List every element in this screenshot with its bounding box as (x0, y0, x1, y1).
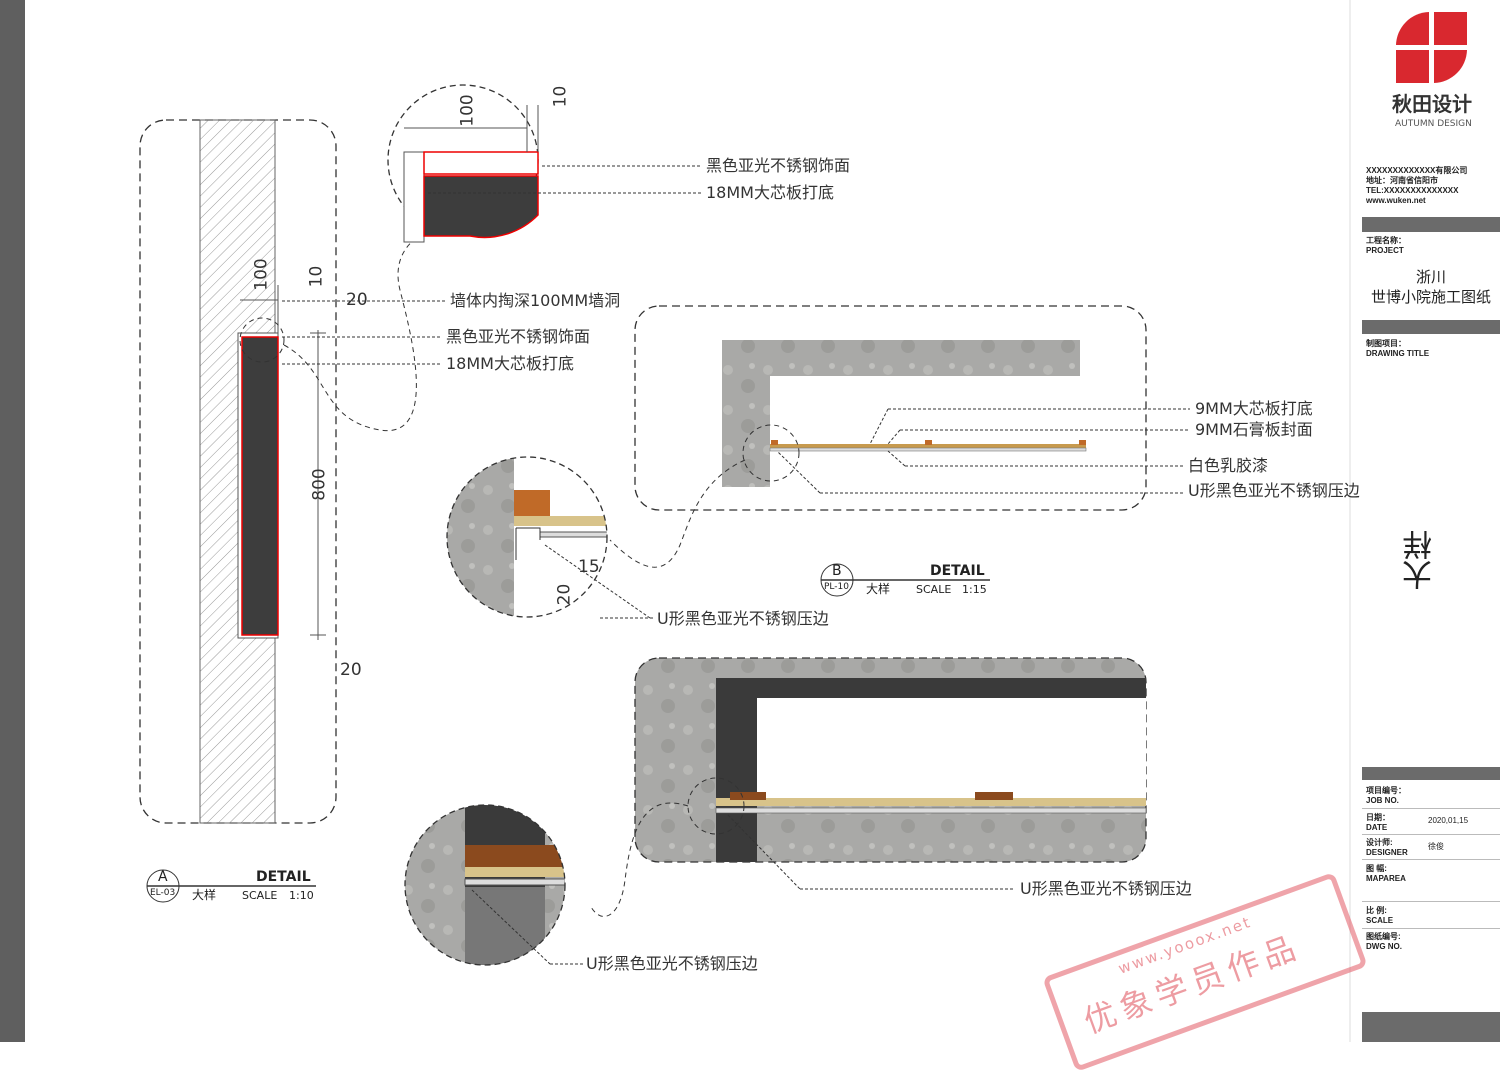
detail-a-zoom-circle (387, 84, 702, 243)
divider (1362, 808, 1500, 809)
field-scale-cn: 比 例: (1366, 906, 1387, 915)
zoom-label-blockboard-base: 18MM大芯板打底 (706, 183, 834, 202)
detail-a-name: 大样 (192, 888, 217, 902)
dim-10: 10 (306, 265, 327, 288)
field-date-cn: 日期： (1366, 813, 1390, 822)
company-address: 地址：河南省信阳市 (1366, 176, 1438, 185)
field-job-no-cn: 项目编号： (1366, 786, 1406, 795)
logo-mark (1396, 12, 1467, 83)
field-dwg-no-cn: 图纸编号: (1366, 932, 1401, 941)
detail-b-zoom-circle (446, 456, 655, 619)
logo-name-cn: 秋田设计 (1392, 92, 1472, 116)
project-label-en: PROJECT (1366, 246, 1404, 255)
field-maparea-cn: 图 幅: (1366, 864, 1387, 873)
field-date-en: DATE (1366, 823, 1388, 832)
titleblock-bar-1 (1362, 217, 1500, 232)
divider (1362, 901, 1500, 902)
divider (1362, 928, 1500, 929)
detail-b-letter: B (832, 563, 842, 579)
detail-b-name: 大样 (866, 582, 891, 596)
company-tel: TEL:XXXXXXXXXXXXXX (1366, 186, 1459, 195)
detail-b-scale-label: SCALE (916, 583, 952, 596)
drawing-title-label-cn: 制图项目： (1366, 339, 1406, 348)
zoom-dim-15: 15 (578, 557, 600, 577)
detail-a-scale: 1:10 (289, 889, 314, 902)
sheet-left-border (0, 0, 25, 1042)
zoom-label-u-trim-c: U形黑色亚光不锈钢压边 (586, 954, 758, 973)
label-blockboard-base: 18MM大芯板打底 (446, 354, 574, 373)
project-name-line2: 世博小院施工图纸 (1370, 288, 1491, 306)
company-name: XXXXXXXXXXXXX有限公司 (1366, 166, 1468, 175)
divider (1362, 834, 1500, 835)
project-label-cn: 工程名称： (1366, 236, 1406, 245)
detail-b-scale: 1:15 (962, 583, 987, 596)
detail-a-letter: A (158, 869, 168, 885)
dim-800: 800 (309, 468, 330, 501)
detail-c-section (589, 657, 1147, 917)
label-white-latex: 白色乳胶漆 (1188, 456, 1269, 475)
titleblock-bar-3 (1362, 767, 1500, 780)
project-name-line1: 浙川 (1415, 268, 1446, 286)
detail-a-elevation (139, 119, 445, 824)
field-designer-cn: 设计师: (1366, 838, 1393, 847)
detail-a-ref: EL-03 (150, 888, 176, 898)
field-designer-en: DESIGNER (1366, 848, 1408, 857)
detail-b-ref: PL-10 (824, 582, 849, 592)
detail-a-heading: DETAIL (256, 869, 311, 885)
detail-a-scale-label: SCALE (242, 889, 278, 902)
zoom-label-stainless-finish: 黑色亚光不锈钢饰面 (706, 156, 851, 175)
field-dwg-no-en: DWG NO. (1366, 942, 1402, 951)
detail-c-zoom-circle (404, 804, 583, 966)
titleblock-bar-4 (1362, 1012, 1500, 1042)
label-u-trim-b: U形黑色亚光不锈钢压边 (1188, 481, 1360, 500)
field-maparea-en: MAPAREA (1366, 874, 1406, 883)
field-designer-value: 徐俊 (1428, 842, 1444, 851)
field-date-value: 2020,01,15 (1428, 816, 1469, 825)
zoom-label-u-trim-b: U形黑色亚光不锈钢压边 (657, 609, 829, 628)
logo-name-en: AUTUMN DESIGN (1395, 119, 1472, 129)
label-u-trim-c: U形黑色亚光不锈钢压边 (1020, 879, 1192, 898)
company-web: www.wuken.net (1366, 196, 1426, 205)
label-wall-recess: 墙体内掏深100MM墙洞 (450, 291, 621, 310)
dim-100: 100 (251, 258, 272, 291)
field-scale-en: SCALE (1366, 916, 1394, 925)
zoom-dim-20: 20 (554, 583, 575, 606)
titleblock-bar-2 (1362, 320, 1500, 334)
zoom-dim-100: 100 (457, 94, 478, 127)
drawing-title-value: 大样 (1403, 530, 1438, 590)
label-stainless-finish: 黑色亚光不锈钢饰面 (446, 327, 591, 346)
drawing-canvas (139, 0, 1467, 1042)
dim-20-bottom: 20 (340, 660, 362, 680)
detail-a-title-graphic (146, 869, 316, 903)
stainless-panel (241, 336, 279, 636)
dim-20-top: 20 (346, 290, 368, 310)
detail-b-heading: DETAIL (930, 563, 985, 579)
label-9mm-gypsum: 9MM石膏板封面 (1195, 420, 1313, 439)
detail-b-section (609, 305, 1190, 568)
field-job-no-en: JOB NO. (1366, 796, 1399, 805)
detail-b-title-graphic (820, 563, 990, 597)
label-9mm-blockboard: 9MM大芯板打底 (1195, 399, 1313, 418)
zoom-dim-10: 10 (550, 85, 571, 108)
drawing-title-label-en: DRAWING TITLE (1366, 349, 1430, 358)
divider (1362, 859, 1500, 860)
